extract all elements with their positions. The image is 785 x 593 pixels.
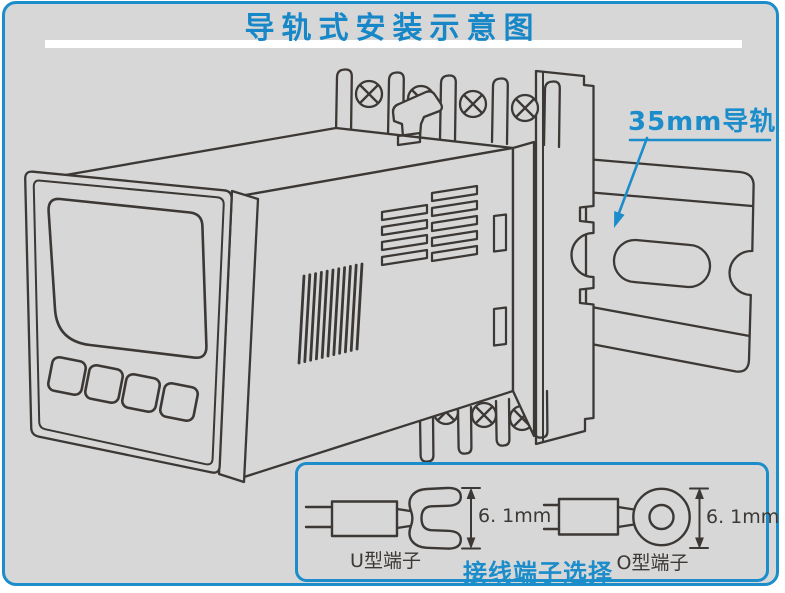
o-dimension-arrow [689,487,709,549]
u-terminal-fork [408,486,463,550]
page-title: 导轨式安装示意图 [244,11,541,46]
o-terminal-wires [542,503,561,531]
rail-bottom-fold [584,304,751,338]
u-terminal-drawing [304,486,481,550]
bezel-face [24,170,233,474]
panel-buttons [46,355,200,423]
o-terminal-drawing [542,487,709,549]
rail-callout-arrow [614,136,772,228]
panel-button [83,363,125,405]
side-louver-vents [380,184,479,267]
u-terminal-label: U型端子 [350,550,421,572]
panel-button [120,372,162,414]
u-dimension-arrow [461,487,481,550]
arrowhead [614,211,625,228]
rear-slot-openings [492,213,508,347]
panel-button [46,355,88,397]
terminal-panel-heading: 接线端子选择 [463,559,613,587]
rail-mounting-slot [612,238,712,289]
display-window [47,197,208,360]
o-terminal-label: O型端子 [616,552,689,574]
o-terminal-ring [632,487,691,547]
rail-label: 35mm导轨 [628,107,777,137]
din-rail-drawing [584,157,755,373]
o-terminal-crimp [557,497,620,536]
device-rear-edge [511,140,536,438]
front-panel [24,170,260,484]
o-dimension-text: 6. 1mm [706,506,780,528]
side-vent-lines [297,262,364,365]
panel-button [158,381,200,423]
bezel-inner-line [32,179,225,466]
terminal-panel-box [295,462,769,582]
u-terminal-wires [304,505,334,529]
mounting-plate-drawing [534,69,595,446]
title-divider [45,40,742,48]
top-terminal-screws [354,79,540,123]
u-dimension-text: 6. 1mm [478,505,552,527]
rail-top-fold [584,190,754,208]
u-terminal-crimp [330,500,399,538]
latch-slot [396,131,422,147]
controller-body-drawing [24,68,561,484]
top-terminal-fins [334,68,561,149]
